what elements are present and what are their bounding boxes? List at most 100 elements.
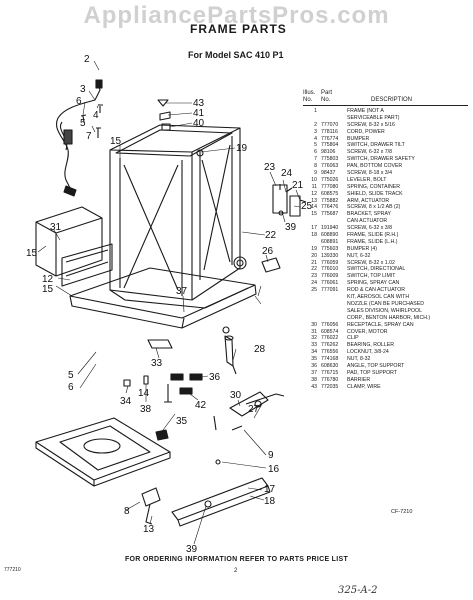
callout-15c: 15 — [42, 284, 54, 295]
part-description: ARM, ACTUATOR — [347, 197, 390, 204]
callout-38: 38 — [140, 404, 152, 415]
callout-30: 30 — [230, 390, 242, 401]
part-illus-no: 9 — [314, 170, 317, 177]
header-illus: Illus. — [303, 90, 316, 96]
callout-36: 36 — [209, 372, 221, 383]
part-number: 608575 — [321, 190, 339, 197]
part-illus-no: 38 — [311, 376, 317, 383]
part-illus-no: 3 — [314, 128, 317, 135]
part-number: 98437 — [321, 170, 336, 177]
page-subtitle: For Model SAC 410 P1 — [188, 50, 284, 60]
part-number: 191940 — [321, 225, 339, 232]
watermark: AppliancePartsPros.com — [83, 2, 390, 29]
part-description: SPRING, CONTAINER — [347, 183, 400, 190]
part-illus-no: 11 — [311, 183, 317, 190]
motor-cover — [35, 206, 103, 277]
part-description: BEARING, ROLLER — [347, 342, 394, 349]
part-number: 776010 — [321, 266, 339, 273]
parts-list-row: SALES DIVISION, WHIRLPOOL — [303, 308, 468, 315]
part-description: SWITCH, DIRECTIONAL — [347, 266, 406, 273]
page-title: FRAME PARTS — [190, 22, 287, 36]
part-number: 608891 — [321, 238, 339, 245]
part-number: 608574 — [321, 328, 339, 335]
callout-6b: 6 — [68, 382, 74, 393]
parts-list-row: CORP., BENTON HARBOR, MICH.) — [303, 315, 468, 322]
callout-25: 25 — [301, 201, 313, 212]
callout-23: 23 — [264, 162, 276, 173]
part-illus-no: 8 — [314, 163, 317, 170]
part-number: 776063 — [321, 163, 339, 170]
part-number: 776061 — [321, 280, 339, 287]
part-illus-no: 20 — [311, 252, 317, 259]
part-illus-no: 18 — [311, 232, 317, 239]
part-number: 775687 — [321, 211, 339, 218]
part-number: 776009 — [321, 273, 339, 280]
handwritten-note: 325-A-2 — [338, 585, 378, 596]
callout-labels: 2 3 6 4 5 7 43 41 40 15 19 23 24 21 25 3… — [26, 54, 313, 555]
part-description: CORD, POWER — [347, 128, 385, 135]
part-number: 778116 — [321, 128, 338, 135]
part-illus-no: 4 — [314, 135, 317, 142]
part-illus-no: 2 — [314, 121, 317, 128]
part-number: 776262 — [321, 342, 339, 349]
page-number: 2 — [234, 568, 238, 574]
callout-24: 24 — [281, 168, 293, 179]
callout-39a: 39 — [285, 222, 297, 233]
part-number: 772035 — [321, 383, 339, 390]
callout-37: 37 — [176, 286, 188, 297]
part-number: 775804 — [321, 142, 339, 149]
callout-5: 5 — [80, 118, 86, 129]
callout-6: 6 — [76, 96, 82, 107]
callout-5b: 5 — [68, 370, 74, 381]
part-illus-no: 43 — [311, 383, 317, 390]
part-number: 139330 — [321, 252, 339, 259]
part-illus-no: 21 — [311, 259, 317, 266]
part-illus-no: 36 — [311, 362, 317, 369]
part-number: 774168 — [321, 356, 339, 363]
callout-33: 33 — [151, 358, 163, 369]
part-number: 777091 — [321, 287, 339, 294]
part-description: ANGLE, TOP SUPPORT — [347, 362, 405, 369]
part-description: SCREW, 8 x 1/2 AB (2) — [347, 204, 401, 211]
callout-4: 4 — [93, 110, 99, 121]
callout-16: 16 — [268, 464, 280, 475]
part-illus-no: 23 — [311, 273, 317, 280]
part-description: SHIELD, SLIDE TRACK — [347, 190, 403, 197]
parts-list-header-line1: Illus. Part — [303, 90, 468, 97]
parts-list-row: NOZZLE (CAN BE PURCHASED — [303, 301, 468, 308]
part-description: LOCKNUT, 3/8-24 — [347, 349, 389, 356]
callout-7: 7 — [86, 131, 92, 142]
part-illus-no: 5 — [314, 142, 317, 149]
part-description: SALES DIVISION, WHIRLPOOL — [347, 307, 422, 314]
part-number: 776056 — [321, 321, 339, 328]
part-description: BUMPER — [347, 135, 370, 142]
part-number: 775603 — [321, 245, 339, 252]
part-number: 776022 — [321, 335, 339, 342]
header-part-no: No. — [321, 97, 331, 103]
callout-31: 31 — [50, 222, 62, 233]
part-description: ROD & CAN ACTUATOR — [347, 287, 406, 294]
part-illus-no: 31 — [311, 328, 317, 335]
power-cord — [56, 79, 103, 197]
part-description: CORP., BENTON HARBOR, MICH.) — [347, 314, 431, 321]
parts-list-header-line2: No. No. DESCRIPTION — [303, 97, 468, 106]
callout-12: 12 — [42, 274, 54, 285]
part-description: CAN ACTUATOR — [347, 218, 388, 225]
part-number: 775803 — [321, 156, 339, 163]
callout-28: 28 — [254, 344, 266, 355]
